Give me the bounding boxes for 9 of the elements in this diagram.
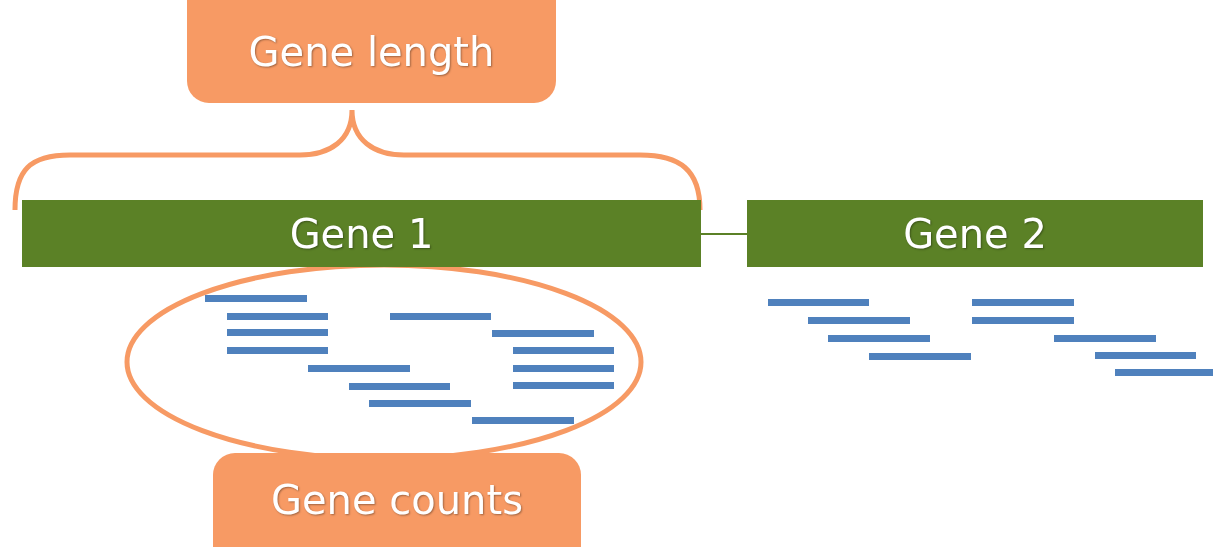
label: Gene counts — [271, 477, 523, 523]
label: Gene 2 — [903, 210, 1047, 257]
gene-bar — [22, 200, 701, 267]
gene-bar — [747, 200, 1203, 267]
callout-box — [187, 0, 556, 103]
connector-line — [700, 233, 748, 235]
callout-box — [213, 453, 581, 547]
label: Gene 1 — [289, 210, 434, 257]
label: Gene length — [248, 28, 495, 75]
